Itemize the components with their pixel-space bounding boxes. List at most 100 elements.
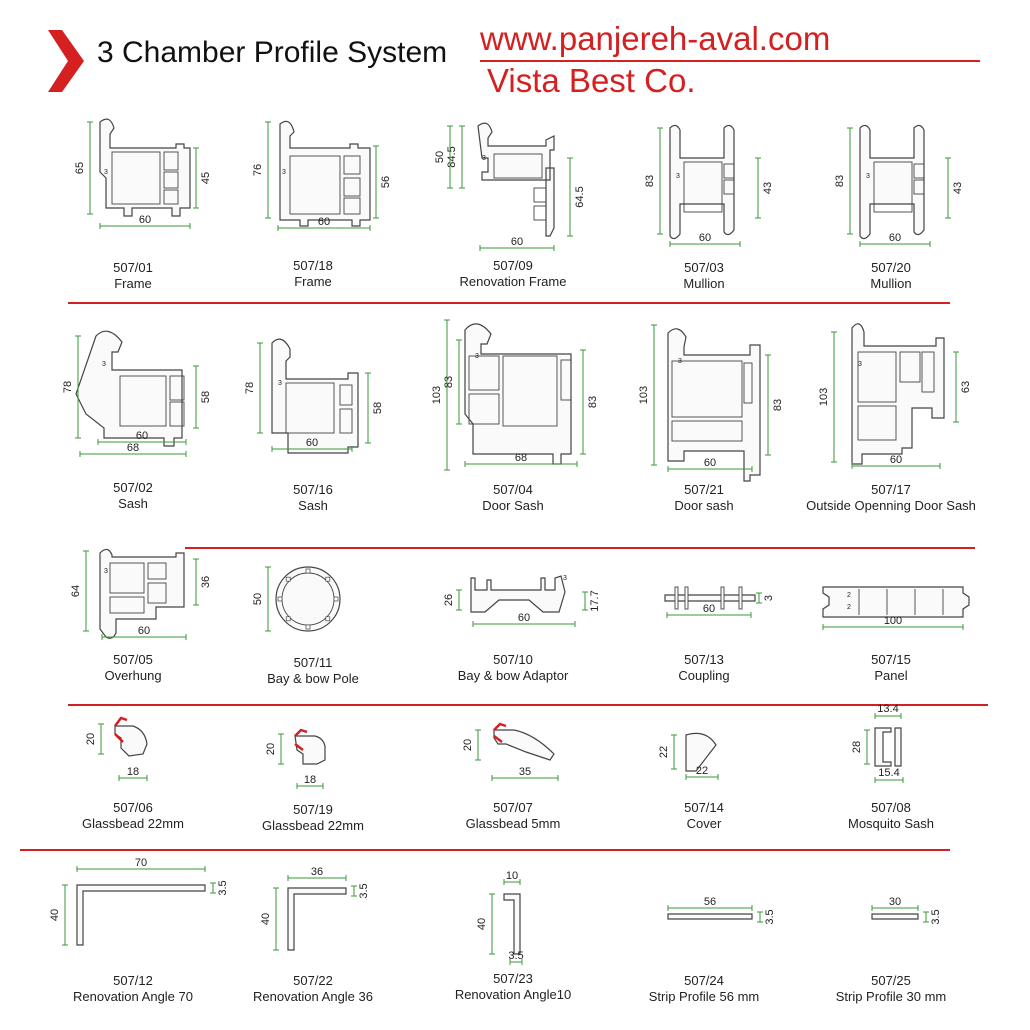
coupling-fin — [684, 586, 689, 610]
dimension-label: 35 — [519, 766, 531, 778]
dimension-label: 58 — [372, 402, 384, 414]
profile-chamber — [163, 151, 179, 171]
profile-notch — [305, 624, 311, 630]
wall-thickness-label: 3 — [104, 568, 108, 575]
profile-name: Renovation Frame — [459, 274, 567, 289]
wall-thickness-label: 3 — [278, 380, 282, 387]
wall-thickness-label: 2 — [847, 604, 851, 611]
profile-chamber — [873, 161, 913, 213]
profile-outline — [279, 120, 371, 227]
profile-name: Mullion — [870, 276, 912, 291]
wall-thickness-label: 3 — [866, 173, 870, 180]
dimension-label: 56 — [704, 896, 716, 908]
wall-thickness-label: 3 — [858, 361, 862, 368]
profile-notch — [285, 576, 291, 582]
profile-chamber — [671, 420, 743, 442]
dimension-label: 83 — [772, 399, 784, 411]
dimension-label: 17.7 — [589, 590, 601, 611]
profile-outline — [99, 118, 191, 217]
website-url[interactable]: www.panjereh-aval.com — [480, 20, 831, 57]
row-divider-1 — [68, 302, 950, 304]
dimension-label: 78 — [62, 381, 74, 393]
profile-code: 507/06 — [113, 800, 153, 815]
profile-name: Overhung — [104, 668, 162, 683]
dimension-label: 103 — [818, 388, 830, 406]
profile-chamber — [723, 179, 735, 195]
profile-code: 507/14 — [684, 800, 724, 815]
profile-outline — [822, 586, 970, 618]
profile-chamber — [560, 359, 572, 401]
profile-notch — [325, 576, 331, 582]
profile-chamber — [289, 155, 341, 215]
dimension-label: 40 — [260, 913, 272, 925]
dimension-label: 58 — [200, 391, 212, 403]
dimension-label: 3 — [763, 595, 775, 601]
profile-outline — [667, 913, 753, 920]
profile-chamber — [169, 375, 185, 401]
profile-code: 507/10 — [493, 652, 533, 667]
profile-name: Renovation Angle10 — [454, 987, 572, 1002]
profile-chamber — [147, 582, 167, 604]
dimension-label: 60 — [889, 232, 901, 244]
profile-name: Mosquito Sash — [848, 816, 934, 831]
profile-code: 507/18 — [293, 258, 333, 273]
profile-name: Sash — [298, 498, 328, 513]
profile-outline — [859, 124, 925, 240]
wall-thickness-label: 3 — [563, 575, 567, 582]
profile-name: Door sash — [674, 498, 734, 513]
profile-code: 507/24 — [684, 973, 724, 988]
profile-name: Cover — [686, 816, 722, 831]
profile-outline — [287, 887, 347, 951]
coupling-fin — [720, 586, 725, 610]
wall-thickness-label: 3 — [282, 169, 286, 176]
profile-outline — [669, 124, 735, 240]
dimension-label: 68 — [127, 442, 139, 454]
dimension-label: 43 — [762, 182, 774, 194]
profile-name: Bay & bow Pole — [267, 671, 359, 686]
profile-chamber — [343, 197, 361, 215]
header-divider — [480, 60, 980, 62]
dimension-label: 3.5 — [764, 909, 776, 924]
dimension-label: 20 — [265, 743, 277, 755]
profile-outline — [851, 323, 945, 465]
profile-name: Strip Profile 56 mm — [648, 989, 760, 1004]
profile-chamber — [502, 355, 558, 427]
profile-code: 507/05 — [113, 652, 153, 667]
profile-outline — [685, 732, 717, 772]
dimension-label: 60 — [699, 232, 711, 244]
profile-outline — [76, 884, 206, 946]
profile-code: 507/01 — [113, 260, 153, 275]
profile-outline — [275, 566, 341, 632]
dimension-label: 60 — [139, 214, 151, 226]
dimension-label: 40 — [49, 909, 61, 921]
dimension-label: 60 — [136, 430, 148, 442]
row-divider-2 — [185, 547, 975, 549]
dimension-label: 65 — [74, 162, 86, 174]
